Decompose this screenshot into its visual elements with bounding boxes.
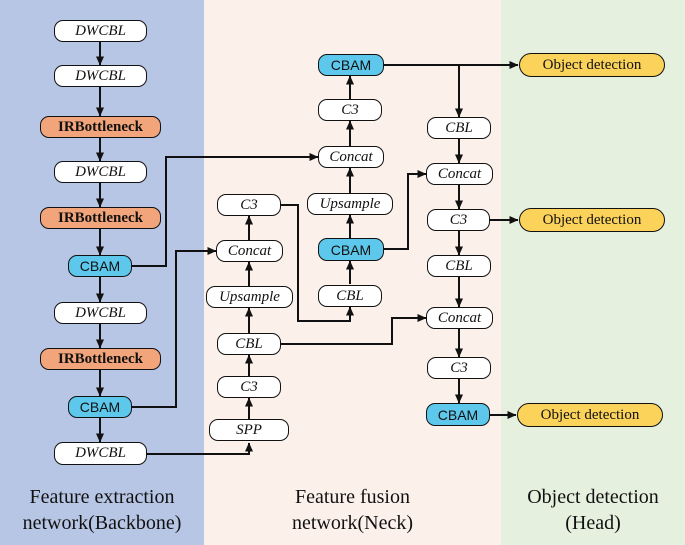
backbone-dwcbl-2: DWCBL (54, 65, 147, 87)
backbone-dwcbl-1: DWCBL (54, 20, 147, 42)
head-title-line1: Object detection (527, 486, 659, 508)
neck-c3-mid: C3 (217, 194, 281, 216)
backbone-dwcbl-4: DWCBL (54, 302, 147, 324)
neck-c3-top: C3 (318, 99, 382, 121)
neck-upsample-low: Upsample (206, 286, 293, 308)
path-c3-1: C3 (427, 209, 490, 231)
backbone-title-line1: Feature extraction (29, 486, 175, 508)
path-concat-2: Concat (426, 307, 493, 329)
path-cbl-2: CBL (427, 255, 491, 277)
head-title-line2: (Head) (565, 512, 621, 534)
backbone-cbam-1: CBAM (68, 255, 132, 277)
neck-c3-low: C3 (217, 376, 281, 398)
path-cbam-out: CBAM (426, 403, 490, 426)
neck-upsample-mid: Upsample (307, 193, 393, 215)
backbone-panel-title: Feature extraction network(Backbone) (0, 484, 204, 536)
backbone-irbottleneck-2: IRBottleneck (40, 207, 161, 229)
neck-title-line2: network(Neck) (291, 512, 414, 534)
neck-cbl-mid: CBL (318, 285, 382, 307)
detection-output-1: Object detection (519, 53, 665, 77)
head-panel-title: Object detection (Head) (501, 484, 685, 536)
path-concat-1: Concat (426, 163, 493, 185)
neck-spp: SPP (209, 419, 289, 441)
head-panel: Object detection (Head) (501, 0, 685, 545)
neck-cbam-mid: CBAM (318, 238, 384, 261)
backbone-title-line2: network(Backbone) (22, 512, 182, 534)
path-c3-2: C3 (427, 357, 491, 379)
backbone-irbottleneck-1: IRBottleneck (40, 116, 161, 138)
backbone-dwcbl-3: DWCBL (54, 161, 147, 183)
path-cbl-1: CBL (427, 117, 491, 139)
neck-title-line1: Feature fusion (295, 486, 410, 508)
neck-cbl-low: CBL (217, 333, 281, 355)
neck-concat-low: Concat (216, 240, 283, 262)
backbone-irbottleneck-3: IRBottleneck (40, 348, 161, 370)
detection-output-3: Object detection (517, 403, 663, 427)
backbone-cbam-2: CBAM (68, 396, 132, 418)
neck-concat-top: Concat (318, 146, 384, 168)
backbone-dwcbl-5: DWCBL (54, 442, 147, 465)
neck-panel-title: Feature fusion network(Neck) (204, 484, 501, 536)
neck-cbam-top: CBAM (318, 54, 384, 76)
detection-output-2: Object detection (519, 208, 665, 232)
